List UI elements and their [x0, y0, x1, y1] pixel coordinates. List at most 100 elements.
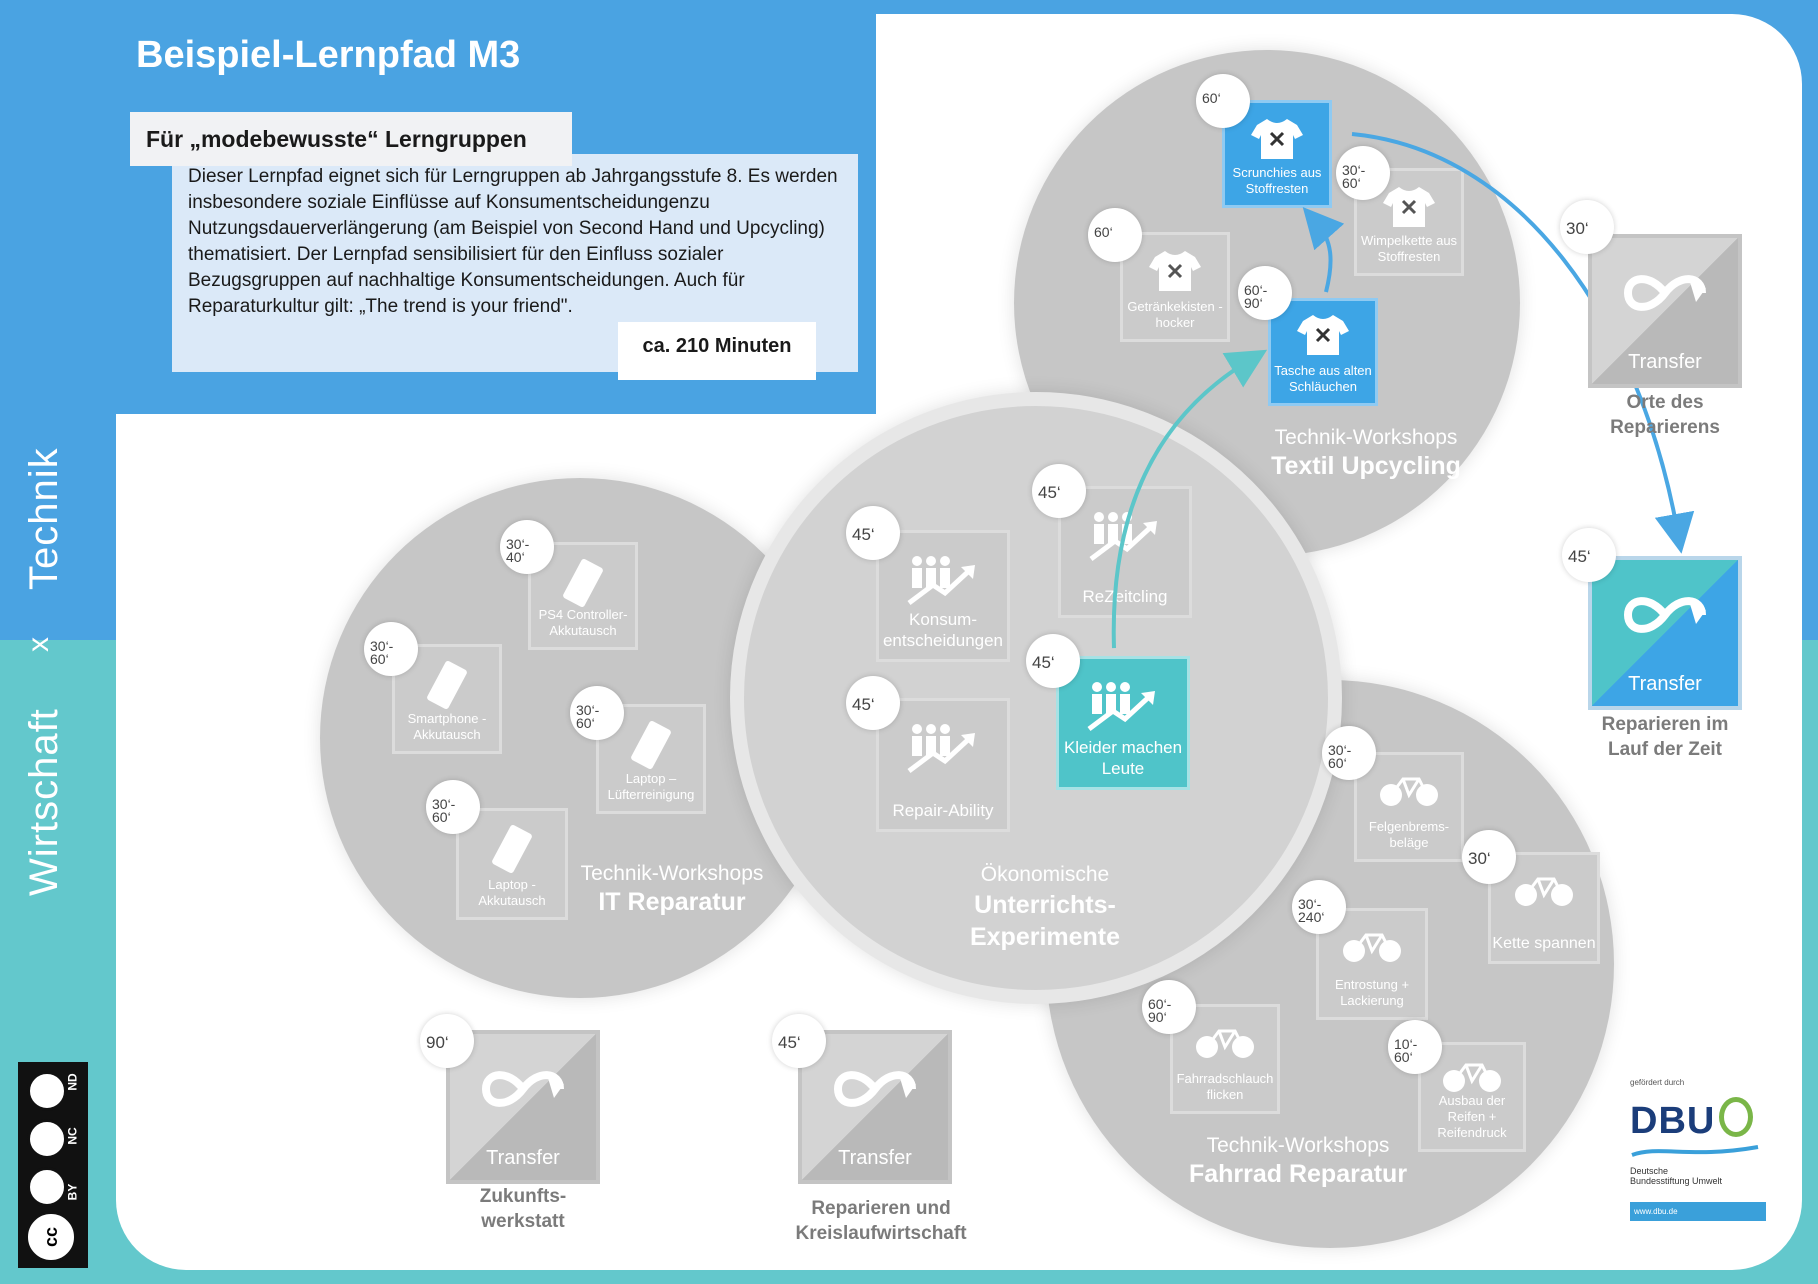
clock-icon: 30‘- 60‘: [1322, 726, 1376, 780]
cc-person-icon: [27, 1167, 67, 1207]
dbu-url: www.dbu.de: [1630, 1202, 1766, 1221]
clock-icon: 30‘- 60‘: [426, 780, 480, 834]
infinity-arrow-icon: [833, 1071, 916, 1107]
card-label: ReZeitcling: [1082, 587, 1168, 606]
people-growth-icon: [907, 724, 975, 773]
transfer-reparieren-kreislaufwirtschaft[interactable]: Transfer: [798, 1030, 952, 1184]
clock-icon: 60‘: [1088, 208, 1142, 262]
card-label: Felgenbrems-beläge: [1368, 819, 1450, 850]
tshirt-icon: [1383, 187, 1435, 227]
clock-icon: 45‘: [1032, 464, 1086, 518]
transfer-reparieren-im-lauf-der-zeit[interactable]: Transfer: [1588, 556, 1742, 710]
clock-icon: 45‘: [1026, 634, 1080, 688]
bicycle-icon: [1515, 877, 1573, 906]
clock-icon: 45‘: [846, 506, 900, 560]
transfer-label: Transfer: [1628, 351, 1702, 373]
clock-icon: 30‘- 60‘: [1336, 146, 1390, 200]
bicycle-icon: [1443, 1063, 1501, 1092]
card-tasche[interactable]: Tasche aus alten Schläuchen: [1268, 298, 1378, 406]
dbu-logo: gefördert durch DBU Deutsche Bundesstift…: [1630, 1078, 1770, 1236]
card-label: Wimpelkette aus Stoffresten: [1360, 233, 1458, 264]
dbu-wave-icon: [1631, 1145, 1759, 1157]
infinity-arrow-icon: [1623, 275, 1706, 311]
card-felgenbremse[interactable]: Felgenbrems-beläge: [1354, 752, 1464, 862]
clock-icon: 90‘: [420, 1014, 474, 1068]
clock-icon: 45‘: [846, 676, 900, 730]
card-label: Entrostung + Lackierung: [1334, 977, 1410, 1008]
tshirt-icon: [1297, 315, 1349, 355]
card-label: Laptop – Lüfterreinigung: [607, 771, 695, 802]
cc-equals-icon: [27, 1071, 67, 1111]
target-group-title: Für „modebewusste“ Lerngruppen: [130, 112, 572, 166]
people-growth-icon: [1087, 682, 1155, 731]
clock-icon: 30‘: [1560, 200, 1614, 254]
dbu-wordmark: DBU: [1630, 1097, 1770, 1143]
clock-icon: 60‘- 90‘: [1142, 980, 1196, 1034]
page-title: Beispiel-Lernpfad M3: [136, 34, 521, 76]
phone-icon: [631, 720, 671, 770]
transfer-caption: Orte des Reparierens: [1610, 392, 1720, 438]
card-label: Laptop - Akkutausch: [478, 877, 546, 908]
infinity-arrow-icon: [481, 1071, 564, 1107]
people-growth-icon: [907, 556, 975, 605]
transfer-caption: Zukunfts-werkstatt: [479, 1186, 567, 1232]
dbu-name-1: Deutsche: [1630, 1166, 1669, 1176]
card-label: Konsum-entscheidungen: [882, 610, 1004, 650]
clock-icon: 45‘: [772, 1014, 826, 1068]
card-label: Scrunchies aus Stoffresten: [1232, 165, 1322, 196]
phone-icon: [563, 558, 603, 608]
transfer-label: Transfer: [838, 1147, 912, 1169]
cc-dollar-icon: [27, 1119, 67, 1159]
card-label: Ausbau der Reifen + Reifendruck: [1437, 1093, 1507, 1140]
clock-icon: 45‘: [1562, 528, 1616, 582]
cc-nc-label: NC: [65, 1127, 80, 1145]
transfer-caption: Reparieren im Lauf der Zeit: [1601, 714, 1729, 760]
card-getraenkekisten[interactable]: Getränkekisten -hocker: [1120, 232, 1230, 342]
card-label: Getränkekisten -hocker: [1127, 299, 1223, 330]
transfer-orte-des-reparierens[interactable]: Transfer: [1588, 234, 1742, 388]
side-label-x: x: [22, 636, 55, 652]
infinity-arrow-icon: [1623, 597, 1706, 633]
cc-license-badge: ND NC BY cc: [18, 1062, 88, 1268]
tshirt-icon: [1149, 251, 1201, 291]
people-growth-icon: [1089, 512, 1157, 561]
card-kette-spannen[interactable]: Kette spannen: [1488, 852, 1600, 964]
card-label: Kette spannen: [1492, 935, 1596, 952]
clock-icon: 60‘- 90‘: [1238, 266, 1292, 320]
card-kleider-machen-leute[interactable]: Kleider machen Leute: [1056, 656, 1190, 790]
cc-logo-icon: cc: [25, 1211, 77, 1263]
phone-icon: [427, 660, 467, 710]
transfer-caption: Reparieren und Kreislaufwirtschaft: [795, 1198, 967, 1244]
clock-icon: 10‘- 60‘: [1388, 1020, 1442, 1074]
transfer-label: Transfer: [1628, 673, 1702, 695]
clock-icon: 30‘- 60‘: [364, 622, 418, 676]
card-repair-ability[interactable]: Repair-Ability: [876, 698, 1010, 832]
funded-by-label: gefördert durch: [1630, 1078, 1685, 1087]
card-konsumentscheidungen[interactable]: Konsum-entscheidungen: [876, 530, 1010, 662]
bicycle-icon: [1380, 777, 1438, 806]
card-label: Fahrradschlauch flicken: [1176, 1071, 1274, 1102]
side-label-technik: Technik: [22, 447, 66, 590]
card-label: Kleider machen Leute: [1063, 738, 1183, 778]
bicycle-icon: [1196, 1029, 1254, 1058]
clock-icon: 30‘- 60‘: [570, 686, 624, 740]
side-label-wirtschaft: Wirtschaft: [22, 708, 66, 896]
card-label: PS4 Controller-Akkutausch: [538, 607, 628, 638]
dbu-leaf-icon: [1719, 1097, 1754, 1137]
card-label: Repair-Ability: [892, 801, 994, 820]
clock-icon: 30‘: [1462, 830, 1516, 884]
card-label: Tasche aus alten Schläuchen: [1274, 363, 1372, 394]
card-laptop-akku[interactable]: Laptop - Akkutausch: [456, 808, 568, 920]
tshirt-icon: [1251, 119, 1303, 159]
cc-by-label: BY: [65, 1183, 80, 1201]
clock-icon: 30‘- 240‘: [1292, 880, 1346, 934]
phone-icon: [492, 824, 532, 874]
transfer-zukunftswerkstatt[interactable]: Transfer: [446, 1030, 600, 1184]
description-text: Dieser Lernpfad eignet sich für Lerngrup…: [188, 166, 838, 317]
dbu-name-2: Bundesstiftung Umwelt: [1630, 1176, 1723, 1186]
cc-nd-label: ND: [65, 1073, 80, 1091]
